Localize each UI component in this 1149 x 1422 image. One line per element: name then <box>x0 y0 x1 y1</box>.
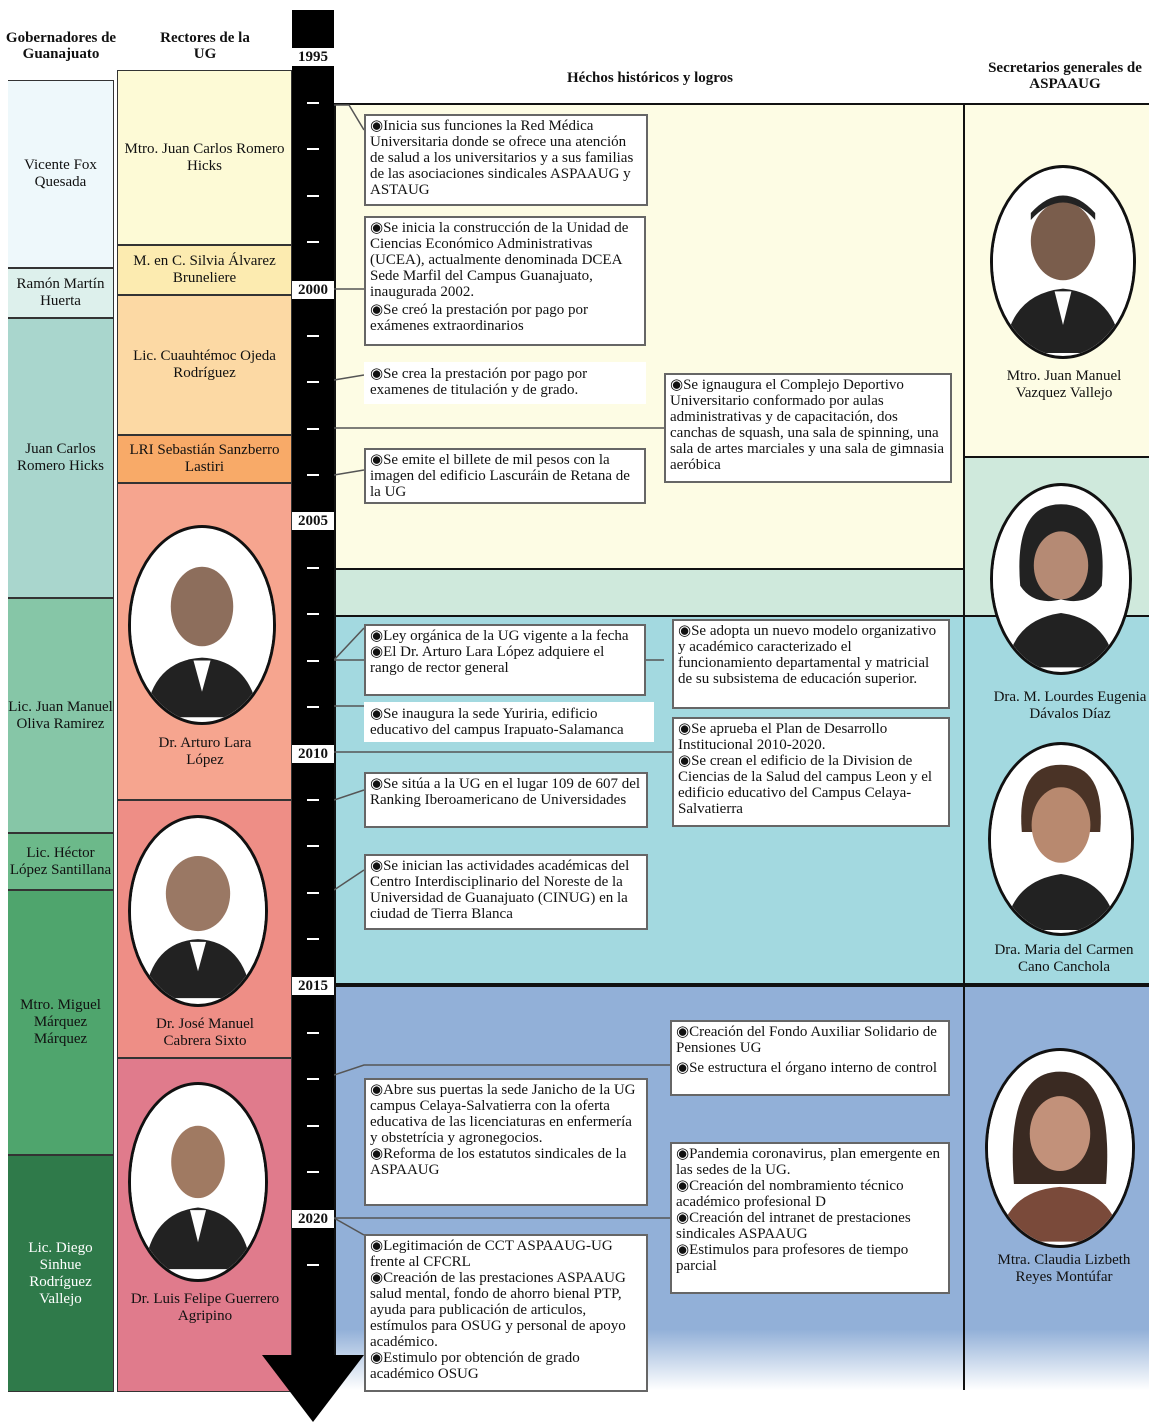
tick <box>307 195 319 197</box>
governor-martin-huerta: Ramón Martín Huerta <box>8 268 114 318</box>
tick <box>307 567 319 569</box>
event-complejo-deportivo: ◉Se ignaugura el Complejo Deportivo Univ… <box>664 373 952 483</box>
event-sede-janicho: ◉Abre sus puertas la sede Janicho de la … <box>364 1078 648 1206</box>
year-1995: 1995 <box>292 48 334 66</box>
rector-cabrera-photo <box>128 815 268 1007</box>
year-2015: 2015 <box>292 977 334 995</box>
secretary-davalos-label: Dra. M. Lourdes Eugenia Dávalos Díaz <box>993 689 1147 722</box>
event-billete: ◉Se emite el billete de mil pesos con la… <box>364 448 646 504</box>
event-cinug: ◉Se inician las actividades académicas d… <box>364 854 648 930</box>
secretary-cano-photo <box>988 742 1134 936</box>
tick <box>307 102 319 104</box>
rector-sanzberro: LRI Sebastián Sanzberro Lastiri <box>117 435 292 483</box>
event-red-medica: ◉Inicia sus funciones la Red Médica Univ… <box>364 114 648 206</box>
tick <box>307 1032 319 1034</box>
tick <box>307 335 319 337</box>
tick <box>307 148 319 150</box>
tick <box>307 1078 319 1080</box>
secretary-cano-label: Dra. Maria del Carmen Cano Canchola <box>994 942 1134 975</box>
rectors-header: Rectores de la UG <box>160 30 250 62</box>
secretary-reyes-photo <box>985 1048 1135 1248</box>
event-ucea: ◉Se inicia la construcción de la Unidad … <box>364 216 646 346</box>
event-ley-organica: ◉Ley orgánica de la UG vigente a la fech… <box>364 624 646 696</box>
governor-rodriguez-vallejo: Lic. Diego Sinhue Rodríguez Vallejo <box>8 1155 114 1392</box>
governor-fox: Vicente Fox Quesada <box>8 80 114 268</box>
tick <box>307 1125 319 1127</box>
tick <box>307 799 319 801</box>
event-plan-desarrollo: ◉Se aprueba el Plan de Desarrollo Instit… <box>672 717 950 827</box>
tick <box>307 474 319 476</box>
tick <box>307 613 319 615</box>
governor-oliva: Lic. Juan Manuel Oliva Ramirez <box>8 598 114 833</box>
tick <box>307 706 319 708</box>
rector-cabrera-label: Dr. José Manuel Cabrera Sixto <box>156 1016 254 1049</box>
event-legitimacion-cct: ◉Legitimación de CCT ASPAAUG-UG frente a… <box>364 1234 648 1392</box>
secretary-davalos-photo <box>990 483 1132 675</box>
rector-romero-hicks: Mtro. Juan Carlos Romero Hicks <box>117 70 292 245</box>
rector-guerrero-label: Dr. Luis Felipe Guerrero Agripino <box>130 1291 280 1324</box>
year-2000: 2000 <box>292 281 334 299</box>
tick <box>307 381 319 383</box>
rector-guerrero-photo <box>128 1082 268 1282</box>
secretaries-header: Secretarios generales de ASPAAUG <box>988 60 1142 92</box>
event-titulacion: ◉Se crea la prestación por pago por exam… <box>364 362 646 404</box>
year-2005: 2005 <box>292 512 334 530</box>
tick <box>307 241 319 243</box>
year-2010: 2010 <box>292 745 334 763</box>
secretary-vazquez-photo <box>990 165 1136 359</box>
tick <box>307 892 319 894</box>
events-header: Héchos históricos y logros <box>567 70 733 86</box>
secretary-reyes-label: Mtra. Claudia Lizbeth Reyes Montúfar <box>997 1252 1131 1285</box>
governor-romero-hicks: Juan Carlos Romero Hicks <box>8 318 114 598</box>
tick <box>307 1171 319 1173</box>
rector-ojeda: Lic. Cuauhtémoc Ojeda Rodríguez <box>117 295 292 435</box>
governor-lopez-santillana: Lic. Héctor López Santillana <box>8 833 114 890</box>
tick <box>307 845 319 847</box>
tick <box>307 428 319 430</box>
tick <box>307 660 319 662</box>
timeline-axis <box>292 10 334 1360</box>
rector-lara-photo <box>128 525 276 725</box>
timeline-arrowhead <box>262 1355 364 1422</box>
secretary-vazquez-label: Mtro. Juan Manuel Vazquez Vallejo <box>1006 368 1122 401</box>
event-modelo-organizativo: ◉Se adopta un nuevo modelo organizativo … <box>672 619 950 709</box>
rector-alvarez: M. en C. Silvia Álvarez Bruneliere <box>117 245 292 295</box>
tick <box>307 1264 319 1266</box>
event-fondo-pensiones: ◉Creación del Fondo Auxiliar Solidario d… <box>670 1020 950 1096</box>
governor-marquez: Mtro. Miguel Márquez Márquez <box>8 890 114 1155</box>
era-background-2 <box>334 570 963 615</box>
event-pandemia: ◉Pandemia coronavirus, plan emergente en… <box>670 1142 950 1294</box>
governors-header: Gobernadores de Guanajuato <box>5 30 117 62</box>
rector-lara-label: Dr. Arturo Lara López <box>158 735 252 768</box>
year-2020: 2020 <box>292 1210 334 1228</box>
event-ranking: ◉Se sitúa a la UG en el lugar 109 de 607… <box>364 772 648 828</box>
event-yuriria: ◉Se inaugura la sede Yuriria, edificio e… <box>364 702 654 742</box>
tick <box>307 938 319 940</box>
